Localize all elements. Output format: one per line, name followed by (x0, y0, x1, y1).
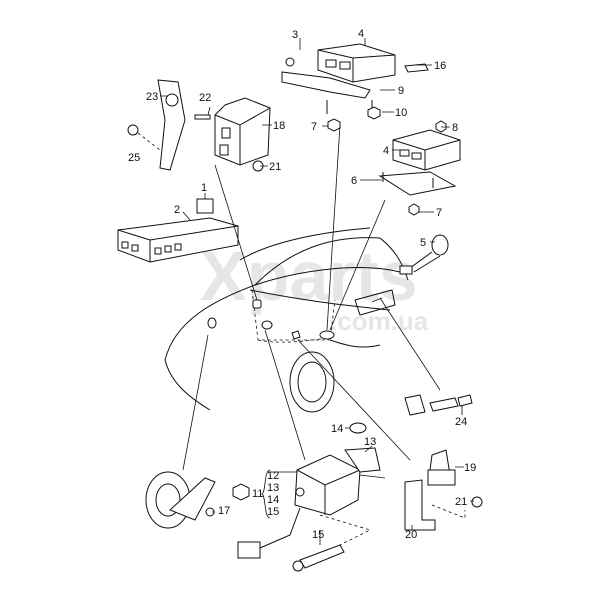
callout-20: 20 (405, 529, 417, 541)
callout-4: 4 (358, 28, 364, 40)
callout-6: 6 (351, 175, 357, 187)
callout-8: 8 (452, 122, 458, 134)
callout-21: 21 (269, 161, 281, 173)
connector-24 (349, 394, 473, 434)
watermark-brand: Xparts (200, 237, 418, 315)
callout-21-lower: 21 (455, 496, 467, 508)
callout-13: 13 (364, 436, 376, 448)
callout-7-lower: 7 (436, 207, 442, 219)
control-module-11 (237, 447, 386, 572)
horn (145, 471, 250, 529)
control-unit-upper (281, 43, 429, 132)
sensor-cable (399, 234, 449, 275)
callout-24: 24 (455, 416, 467, 428)
callout-4-lower: 4 (383, 145, 389, 157)
callout-labels: 3 4 16 9 10 7 8 4 6 7 23 22 18 25 21 1 2… (128, 28, 476, 541)
control-unit-lower (378, 120, 461, 216)
relay-bracket (127, 79, 211, 171)
callout-13-group: 13 (267, 482, 279, 494)
callout-18: 18 (273, 120, 285, 132)
callout-25: 25 (128, 152, 140, 164)
callout-7: 7 (311, 121, 317, 133)
callout-12-group: 12 (267, 470, 279, 482)
callout-14: 14 (331, 423, 343, 435)
callout-22: 22 (199, 92, 211, 104)
callout-1: 1 (201, 182, 207, 194)
callout-3: 3 (292, 29, 298, 41)
callout-5: 5 (420, 237, 426, 249)
leader-lines (160, 38, 474, 545)
switch-bracket (404, 449, 483, 531)
callout-17: 17 (218, 505, 230, 517)
callout-11: 11 (252, 488, 263, 500)
callout-15: 15 (312, 529, 324, 541)
relay-module (214, 97, 271, 172)
callout-2: 2 (174, 204, 180, 216)
callout-16: 16 (434, 60, 446, 72)
relay-and-fuse-box (117, 198, 239, 263)
callout-23: 23 (146, 91, 158, 103)
callout-9: 9 (398, 85, 404, 97)
callout-10: 10 (395, 107, 407, 119)
watermark-domain: .com.ua (330, 306, 429, 336)
callout-14-group: 14 (267, 494, 279, 506)
callout-15-group: 15 (267, 506, 279, 518)
callout-19: 19 (464, 462, 476, 474)
